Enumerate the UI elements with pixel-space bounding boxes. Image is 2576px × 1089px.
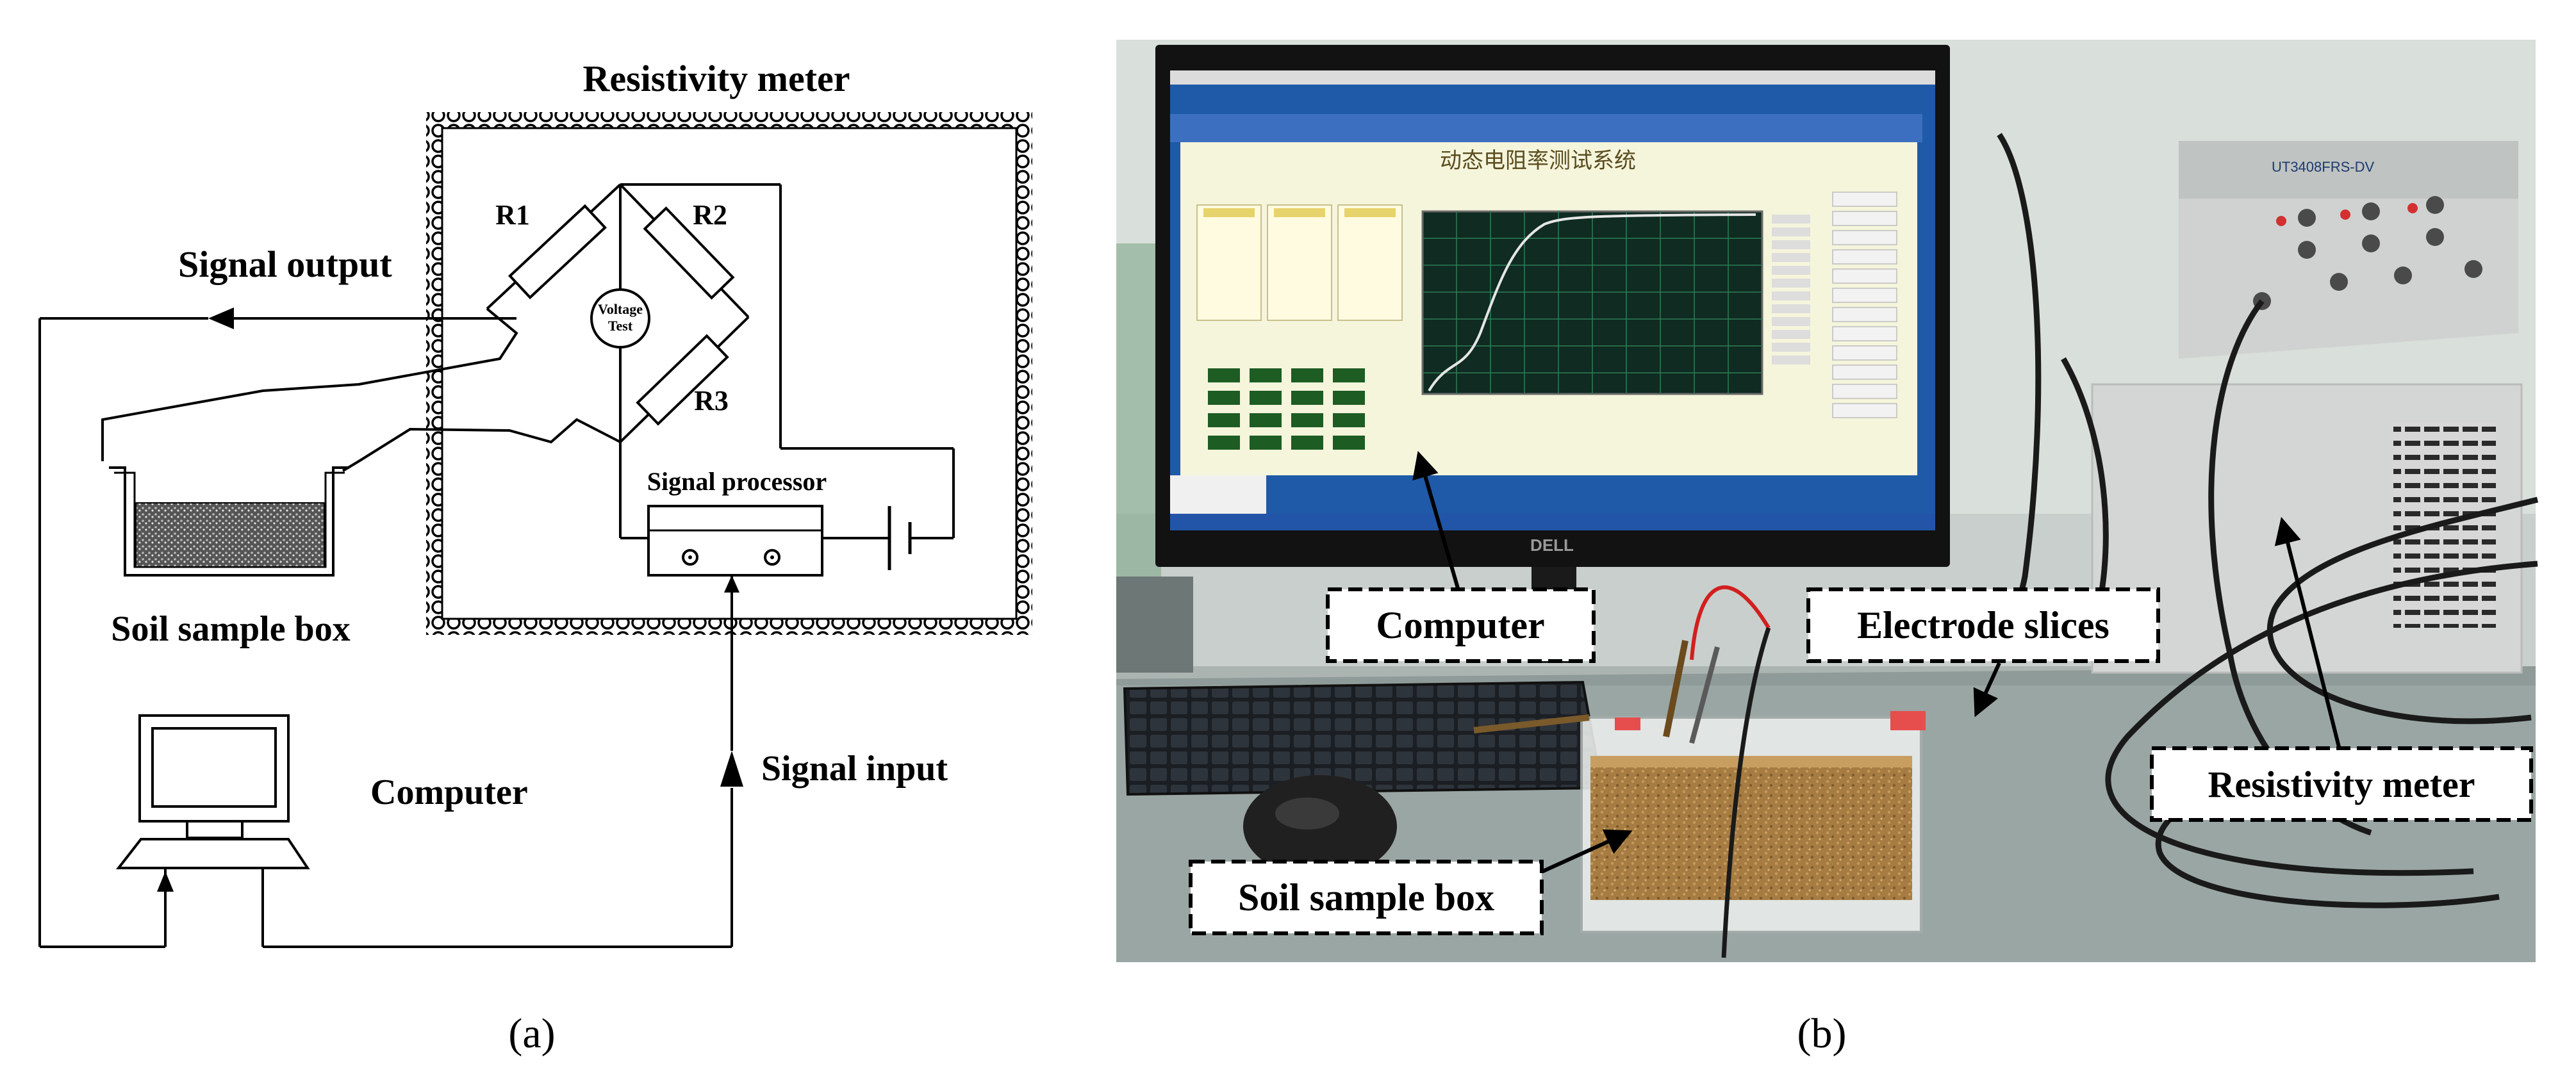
resistor-r1 — [508, 204, 607, 300]
keyboard — [1123, 680, 1604, 796]
label-box-electrodes — [1806, 587, 2160, 663]
signal-processor-box — [647, 505, 823, 577]
voltage-test-meter — [590, 288, 650, 348]
battery-symbol — [888, 506, 912, 570]
signal-input-label: Signal input — [761, 749, 948, 789]
meter-title: Resistivity meter — [582, 58, 850, 99]
meter-housing — [426, 112, 1032, 635]
signal-processor-label: Signal processor — [647, 467, 827, 496]
signal-output-label: Signal output — [178, 243, 392, 285]
arrow-meter — [2274, 516, 2341, 748]
arrow-soil-box — [1542, 829, 1633, 873]
label-box-computer — [1326, 587, 1596, 663]
label-electrodes: Electrode slices — [1857, 604, 2110, 646]
soil-box-label: Soil sample box — [111, 609, 350, 649]
label-box-meter — [2150, 746, 2533, 822]
voltage-label: Voltage — [598, 301, 643, 317]
caption-b: (b) — [1797, 1010, 1847, 1057]
arrow-computer — [1412, 450, 1460, 589]
label-box-soil-box — [1189, 860, 1544, 935]
computer-label: Computer — [370, 773, 528, 812]
monitor-brand: DELL — [1530, 536, 1574, 555]
resistivity-meter-device: UT3408FRS-DV — [2091, 141, 2523, 674]
resistor-r2 — [643, 206, 735, 300]
panel-b-photograph: 动态电阻率测试系统 — [1116, 40, 2539, 1057]
label-meter: Resistivity meter — [2208, 764, 2475, 805]
r2-label: R2 — [693, 199, 727, 231]
caption-a: (a) — [508, 1010, 555, 1057]
device-model-label: UT3408FRS-DV — [2272, 159, 2374, 175]
screen-title: 动态电阻率测试系统 — [1440, 149, 1636, 173]
arrow-electrodes — [1973, 662, 2001, 717]
monitor: 动态电阻率测试系统 — [1155, 45, 1950, 663]
panel-a-schematic: Resistivity meter R1 R2 R3 Voltage Test — [38, 58, 1032, 1057]
r3-label: R3 — [694, 385, 729, 416]
resistor-r3 — [636, 334, 729, 426]
test-label: Test — [608, 318, 633, 334]
computer-icon — [115, 714, 310, 947]
soil-sample-box-drawing — [109, 466, 349, 577]
r1-label: R1 — [495, 199, 530, 231]
soil-sample-box-photo — [1473, 640, 1926, 933]
label-computer: Computer — [1376, 604, 1544, 646]
signal-output-arrow — [208, 307, 234, 329]
label-soil-box: Soil sample box — [1238, 876, 1494, 919]
signal-input-arrow — [720, 751, 743, 787]
